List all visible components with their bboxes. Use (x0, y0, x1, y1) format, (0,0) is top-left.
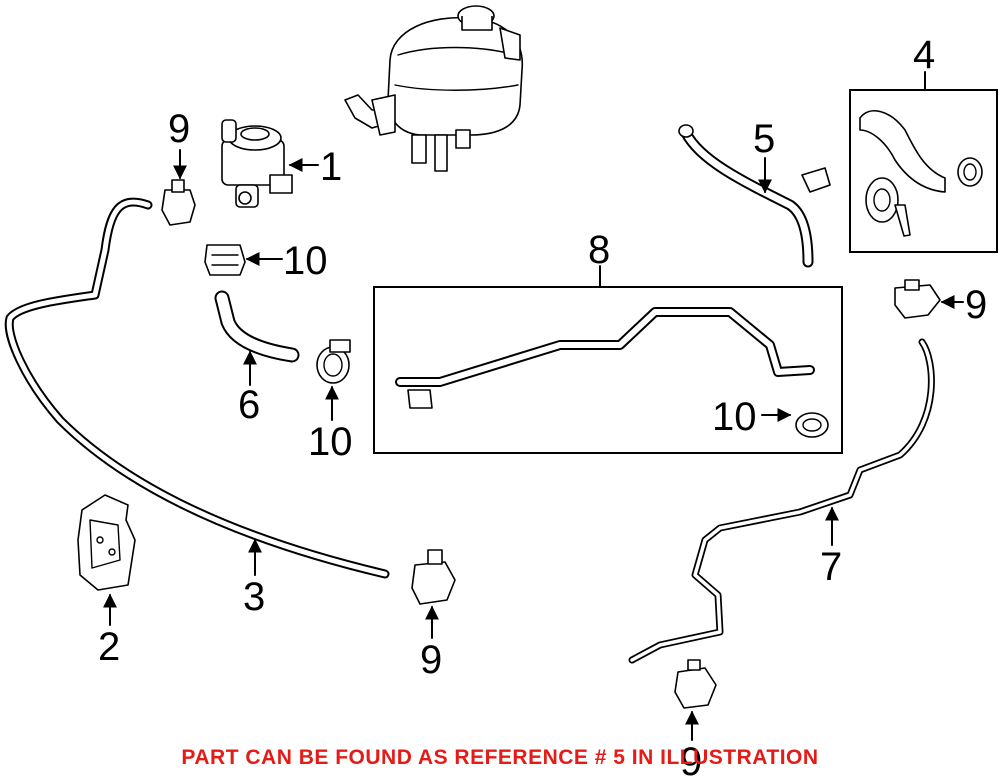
callout-8: 8 (588, 228, 610, 272)
callout-10b: 10 (308, 420, 353, 464)
clamp-part-9-d (674, 659, 717, 709)
hose-assembly-part-4 (859, 110, 983, 237)
bracket-part-2 (77, 494, 136, 591)
callout-5: 5 (753, 117, 775, 161)
coolant-reservoir (344, 5, 524, 172)
coolant-line-part-8 (395, 307, 829, 438)
clamp-part-9-b (894, 279, 941, 319)
callout-7: 7 (820, 545, 842, 589)
callout-9a: 9 (168, 107, 190, 151)
clamp-part-9-a (161, 179, 196, 226)
callout-4: 4 (913, 33, 935, 77)
callout-9c: 9 (420, 638, 442, 682)
callout-10c: 10 (712, 395, 757, 439)
part-4-frame (849, 89, 998, 253)
callout-1: 1 (320, 145, 342, 189)
hose-part-5 (678, 124, 831, 268)
water-pump-part-1 (221, 119, 293, 208)
callout-6: 6 (238, 383, 260, 427)
hose-part-3 (4, 197, 390, 579)
clamp-part-9-c (411, 549, 456, 605)
callout-9b: 9 (965, 283, 987, 327)
callout-9d: 9 (680, 740, 702, 780)
callout-10a: 10 (283, 239, 328, 283)
footer-note: PART CAN BE FOUND AS REFERENCE # 5 IN IL… (181, 746, 819, 769)
callout-3: 3 (243, 575, 265, 619)
callout-2: 2 (98, 625, 120, 669)
line-part-7 (628, 338, 935, 664)
clamp-part-10-b (316, 339, 351, 384)
part-8-frame (373, 286, 843, 454)
hose-part-6 (214, 290, 300, 363)
clamp-part-10-a (204, 244, 246, 276)
